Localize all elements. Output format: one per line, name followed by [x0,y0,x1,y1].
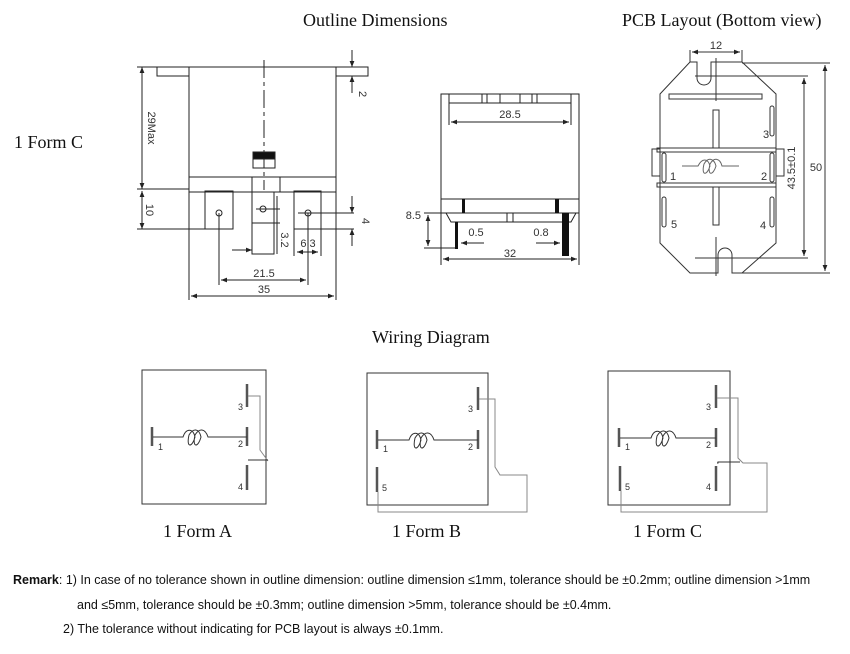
dim-pin-width: 6.3 [300,238,315,250]
remark-line-2: and ≤5mm, tolerance should be ±0.3mm; ou… [77,598,612,612]
pcb-pin-label-3: 3 [763,129,769,141]
form-b-label: 1 Form B [392,521,462,541]
pcb-pin-3 [769,105,775,137]
dim-side-width: 32 [504,248,516,260]
pcb-layout-title: PCB Layout (Bottom view) [622,10,822,30]
form-b-pin-2: 2 [468,442,473,452]
form-b-pin-5: 5 [382,483,387,493]
dim-slot-width: 12 [710,40,722,52]
form-b-pin-3: 3 [468,404,473,414]
dim-width: 35 [258,284,270,296]
dim-total-height: 50 [810,162,822,174]
dim-pin-height: 10 [143,204,155,216]
dim-inner-width: 28.5 [499,109,520,121]
form-a-pin-1: 1 [158,442,163,452]
dim-pin-gap: 3.2 [278,232,290,247]
form-c-pin-5: 5 [625,482,630,492]
pcb-pin-label-4: 4 [760,220,766,232]
form-a-pin-2: 2 [238,439,243,449]
remark-heading: Remark [13,573,59,587]
thin-pin [455,222,458,249]
wiring-diagram-title: Wiring Diagram [372,327,490,347]
form-c-pin-1: 1 [625,442,630,452]
form-a-label: 1 Form A [163,521,233,541]
dim-pin-hole: 4 [359,218,371,224]
pcb-pin-label-5: 5 [671,219,677,231]
pcb-pin-label-2: 2 [761,171,767,183]
form-a-pin-3: 3 [238,402,243,412]
form-c-pin-3: 3 [706,402,711,412]
dim-thick-pin: 0.8 [533,227,548,239]
dim-height-max: 29Max [145,111,157,145]
wiring-form-c: 1 2 3 4 5 [607,370,768,513]
left-flange [156,66,190,77]
pcb-pin-5 [661,196,667,228]
dim-side-pin-height: 8.5 [406,210,421,222]
thick-pin [562,213,569,256]
form-a-pin-4: 4 [238,482,243,492]
pcb-pin-label-1: 1 [670,171,676,183]
remark-text-1: : 1) In case of no tolerance shown in ou… [58,573,811,587]
pcb-pin-4 [769,196,775,228]
pcb-coil-symbol [682,158,739,174]
relay-type-label: 1 Form C [14,132,84,152]
wiring-form-b: 1 2 3 5 [366,372,528,513]
dim-flange: 2 [356,91,368,97]
form-c-pin-4: 4 [706,482,711,492]
dim-thin-pin: 0.5 [468,227,483,239]
pcb-pin-2 [769,152,775,183]
remark-line-3: 2) The tolerance without indicating for … [63,622,444,636]
dim-hole-span: 43.5±0.1 [786,147,798,190]
pcb-pin-1 [661,152,667,183]
form-c-label: 1 Form C [633,521,703,541]
remark-line-1: Remark: 1) In case of no tolerance shown… [13,574,810,587]
outline-dimensions-title: Outline Dimensions [303,10,448,30]
dim-pin-span: 21.5 [253,268,274,280]
form-c-pin-2: 2 [706,440,711,450]
wiring-form-a: 1 2 3 4 [141,369,269,505]
form-b-pin-1: 1 [383,444,388,454]
pcb-outline [659,61,777,274]
